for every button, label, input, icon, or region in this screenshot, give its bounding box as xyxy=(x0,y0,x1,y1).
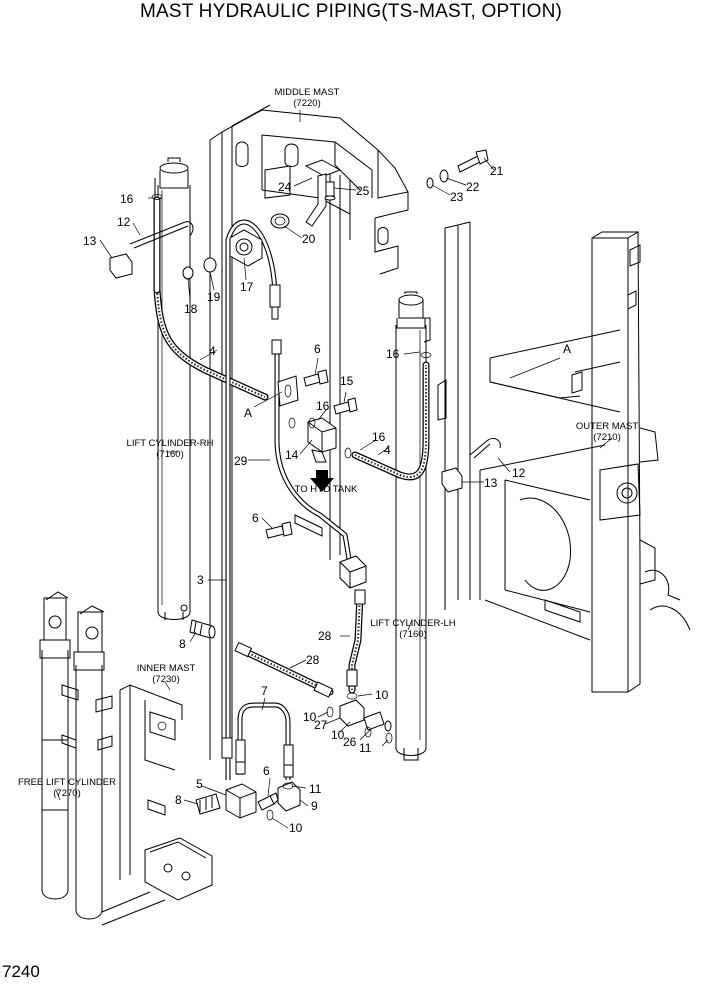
tee-block-5 xyxy=(225,783,257,819)
hose-4-right xyxy=(351,361,430,481)
callout-22: 22 xyxy=(466,180,480,194)
callout-16-right: 16 xyxy=(372,430,386,444)
tee-block-14 xyxy=(307,417,337,492)
outer-mast-label: OUTER MAST xyxy=(576,421,638,432)
lift-cylinder-lh-label: LIFT CYLINDER-LH xyxy=(370,618,455,629)
callout-12-right: 12 xyxy=(512,466,526,480)
outer-mast-code: (7210) xyxy=(593,432,620,443)
clamp-13-left xyxy=(109,253,133,279)
callout-21: 21 xyxy=(490,164,504,178)
elbow-9 xyxy=(277,781,301,812)
elbow-block-29 xyxy=(339,555,367,589)
bracket-24 xyxy=(304,159,342,227)
callout-4-right: 4 xyxy=(384,443,391,457)
callout-28-diagonal: 28 xyxy=(306,653,320,667)
inner-mast-code: (7230) xyxy=(152,674,179,685)
callout-17: 17 xyxy=(240,280,254,294)
bolt-6 xyxy=(265,369,329,539)
bushing-20 xyxy=(270,213,290,229)
bolt-15 xyxy=(333,397,358,415)
sheave-17 xyxy=(229,229,263,267)
bolt-21 xyxy=(457,149,489,173)
connector-26 xyxy=(363,711,392,732)
callout-11-a: 11 xyxy=(359,741,372,755)
callout-11-b: 11 xyxy=(309,782,322,796)
callout-numbers: 21 22 23 24 25 20 17 19 18 16 12 13 4 6 … xyxy=(83,164,526,835)
callout-5: 5 xyxy=(196,777,203,791)
free-lift-cylinder-label: FREE LIFT CYLINDER xyxy=(18,777,116,788)
middle-mast-frame xyxy=(209,104,409,760)
callout-16-lh: 16 xyxy=(386,347,400,361)
to-hyd-tank-note: TO HYD TANK xyxy=(295,484,358,495)
bracket-6-top xyxy=(277,375,299,407)
outer-mast-frame xyxy=(437,221,691,693)
pipe-7 xyxy=(237,702,291,780)
washers-22-23 xyxy=(426,169,449,189)
lift-cylinder-rh-code: (7160) xyxy=(156,449,183,460)
callout-24: 24 xyxy=(278,180,292,194)
callout-20: 20 xyxy=(302,232,316,246)
lift-cylinder-lh-code: (7160) xyxy=(399,629,426,640)
callout-10-a: 10 xyxy=(375,688,389,702)
callout-10-d: 10 xyxy=(289,821,303,835)
connector-8-left xyxy=(195,793,221,815)
callout-10-b: 10 xyxy=(303,710,317,724)
callout-13-right: 13 xyxy=(484,476,498,490)
callout-8-mid: 8 xyxy=(179,637,186,651)
callout-23: 23 xyxy=(450,190,464,204)
callout-3: 3 xyxy=(197,573,204,587)
callout-16-mid: 16 xyxy=(316,399,330,413)
lift-cylinder-rh-label: LIFT CYLINDER-RH xyxy=(127,438,214,449)
callout-6-mid: 6 xyxy=(252,511,259,525)
assembly-labels: MIDDLE MAST (7220) OUTER MAST (7210) LIF… xyxy=(18,87,638,799)
tee-fitting-27 xyxy=(339,699,365,727)
callout-18: 18 xyxy=(184,302,198,316)
hose-fittings xyxy=(221,284,366,778)
hose-4-left xyxy=(153,286,269,401)
middle-mast-code: (7220) xyxy=(293,98,320,109)
callout-8-lower: 8 xyxy=(175,793,182,807)
middle-mast-label: MIDDLE MAST xyxy=(275,87,340,98)
bushing-18-19 xyxy=(182,257,217,280)
leader-lines xyxy=(55,110,613,829)
ref-a-right: A xyxy=(563,342,571,356)
callout-9: 9 xyxy=(311,799,318,813)
hydraulic-piping-diagram: MIDDLE MAST (7220) OUTER MAST (7210) LIF… xyxy=(18,87,691,926)
page-number: 7240 xyxy=(2,962,40,981)
pipe-29 xyxy=(274,345,353,566)
callout-12-left: 12 xyxy=(117,215,131,229)
callout-6-top: 6 xyxy=(314,342,321,356)
bolt-25 xyxy=(324,181,336,201)
free-lift-cylinders xyxy=(39,591,113,920)
callout-6-lower: 6 xyxy=(263,764,270,778)
bolt-6-lower xyxy=(257,792,279,811)
lift-cylinder-lh xyxy=(395,291,431,761)
clamp-13-right xyxy=(441,467,463,493)
callout-15: 15 xyxy=(340,374,354,388)
hose-28-diagonal xyxy=(238,646,334,696)
callout-7: 7 xyxy=(261,684,268,698)
inner-mast-label: INNER MAST xyxy=(137,663,196,674)
callout-29: 29 xyxy=(234,454,248,468)
band-12 xyxy=(129,221,501,459)
inner-mast-frame xyxy=(101,684,213,926)
page-title: MAST HYDRAULIC PIPING(TS-MAST, OPTION) xyxy=(139,1,563,22)
ref-a-left: A xyxy=(244,406,252,420)
bracket-6-mid xyxy=(294,514,323,537)
callout-28-vertical: 28 xyxy=(318,629,332,643)
callout-13-left: 13 xyxy=(83,234,97,248)
callout-19: 19 xyxy=(207,290,221,304)
free-lift-cylinder-code: (7270) xyxy=(53,788,80,799)
pipe-3 xyxy=(225,219,278,780)
callout-10-c: 10 xyxy=(331,728,345,742)
callout-16-top-left: 16 xyxy=(120,192,134,206)
callout-25: 25 xyxy=(356,184,370,198)
callout-27: 27 xyxy=(314,718,328,732)
callout-4-left: 4 xyxy=(209,344,216,358)
callout-14: 14 xyxy=(285,448,299,462)
callout-26: 26 xyxy=(343,735,357,749)
